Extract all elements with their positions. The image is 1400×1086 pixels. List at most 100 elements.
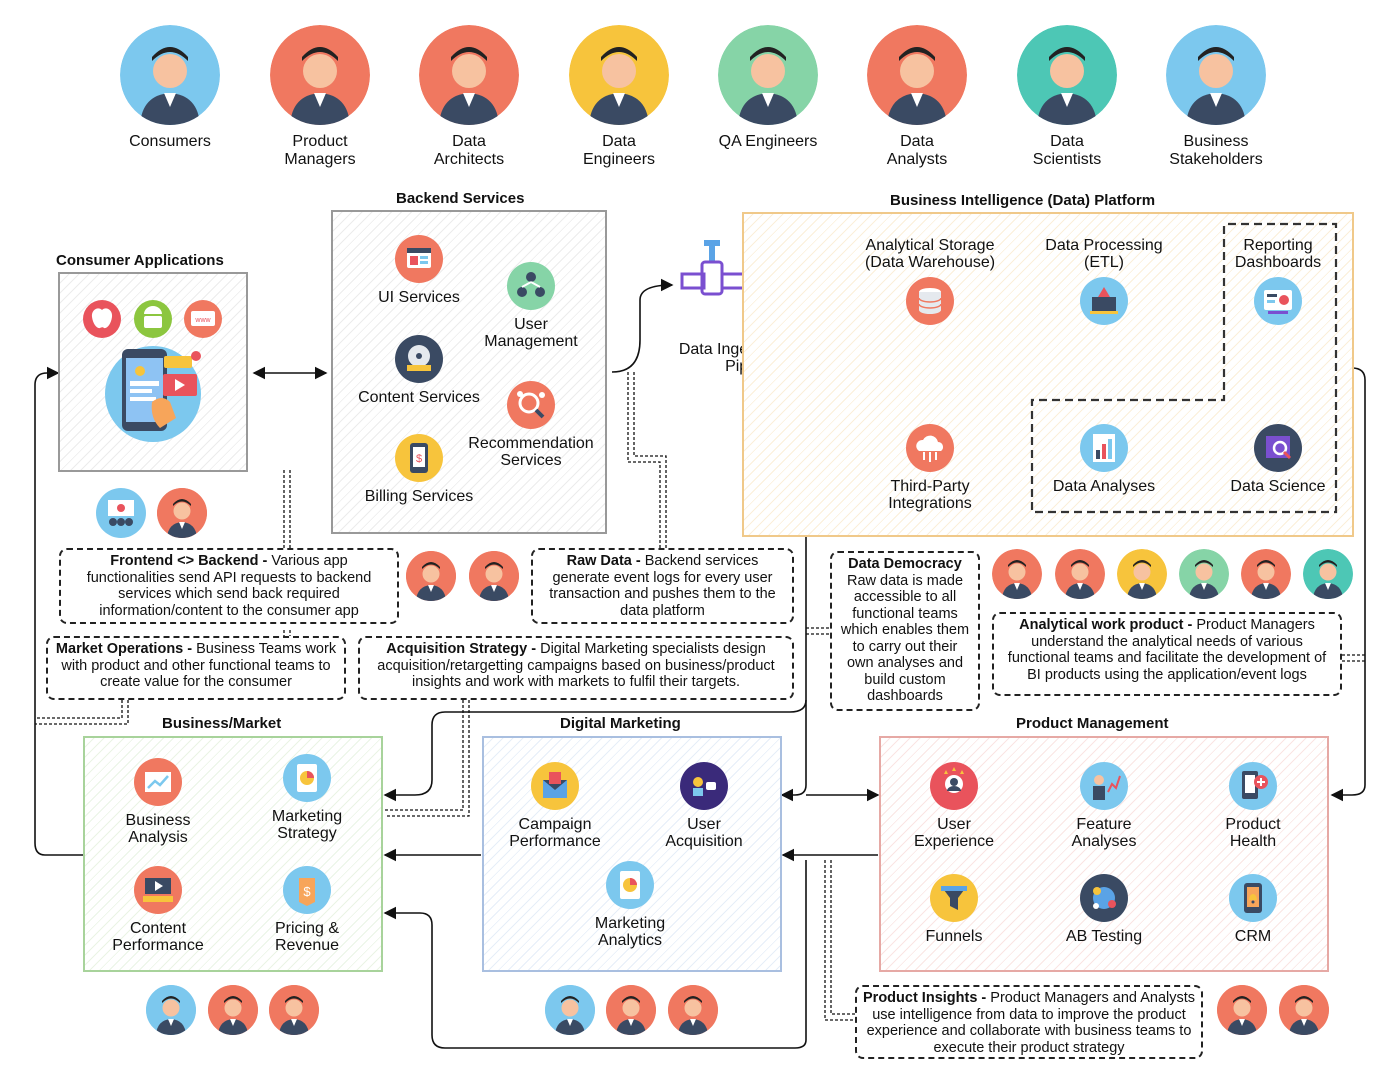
price-tag-icon: $: [283, 866, 331, 914]
browser-icon: [395, 235, 443, 283]
chart-icon: [1080, 424, 1128, 472]
funnel-icon: [930, 874, 978, 922]
user-acquisition: User Acquisition: [619, 762, 789, 850]
strategy-icon: [283, 754, 331, 802]
data-science: Data Science: [1193, 424, 1363, 495]
product-title: Product Management: [1016, 715, 1169, 732]
user-experience-icon: [930, 762, 978, 810]
consumer-mini-avatar: [96, 488, 146, 538]
persona-avatar-icon: [569, 25, 669, 125]
content-services: Content Services: [334, 335, 504, 406]
feature-analyses: Feature Analyses: [1019, 762, 1189, 850]
business-title: Business/Market: [162, 715, 282, 732]
consumer-apps-box: www: [58, 272, 248, 472]
analytics-dashed-region: [1030, 222, 1338, 514]
persona-avatar-icon: [120, 25, 220, 125]
marketing-analytics: Marketing Analytics: [545, 861, 715, 949]
backend-ingestion-arrow: [611, 278, 674, 373]
bi-persona-mini-avatar: [1117, 549, 1167, 599]
persona-7: Business Stakeholders: [1146, 25, 1286, 169]
data-architect-mini-avatar: [469, 551, 519, 601]
product-manager-mini-avatar: [157, 488, 207, 538]
disc-icon: [395, 335, 443, 383]
third-party-integrations: Third-Party Integrations: [845, 424, 1015, 512]
analysis-icon: [134, 758, 182, 806]
persona-avatar-icon: [270, 25, 370, 125]
billing-phone-icon: $: [395, 434, 443, 482]
bi-persona-mini-avatar: [992, 549, 1042, 599]
persona-avatar-icon: [419, 25, 519, 125]
persona-4: QA Engineers: [698, 25, 838, 151]
persona-3: Data Engineers: [549, 25, 689, 169]
data-science-icon: [1254, 424, 1302, 472]
user-experience: User Experience: [869, 762, 1039, 850]
campaign-performance: Campaign Performance: [470, 762, 640, 850]
crm: CRM: [1168, 874, 1338, 945]
business-box: [83, 736, 383, 972]
ab-testing: AB Testing: [1019, 874, 1189, 945]
persona-avatar-icon: [718, 25, 818, 125]
feature-analyses-icon: [1080, 762, 1128, 810]
svg-text:$: $: [303, 884, 311, 899]
note-product-insights: Product Insights - Product Managers and …: [855, 985, 1203, 1059]
analytical-storage: Analytical Storage (Data Warehouse): [845, 237, 1015, 325]
analyst-mini-avatar: [1279, 985, 1329, 1035]
marketing-analytics-icon: [606, 861, 654, 909]
bi-title: Business Intelligence (Data) Platform: [890, 192, 1156, 209]
product-manager-mini-avatar: [1217, 985, 1267, 1035]
backend-box: [331, 210, 607, 534]
persona-1: Product Managers: [250, 25, 390, 169]
persona-6: Data Scientists: [997, 25, 1137, 169]
persona-0: Consumers: [100, 25, 240, 151]
content-performance-icon: [134, 866, 182, 914]
persona-5: Data Analysts: [847, 25, 987, 169]
ab-testing-icon: [1080, 874, 1128, 922]
svg-text:$: $: [416, 453, 422, 465]
mobile-app-illustration: www: [83, 300, 222, 442]
cloud-icon: [906, 424, 954, 472]
user-acquisition-icon: [680, 762, 728, 810]
billing-services: $ Billing Services: [334, 434, 504, 505]
note-frontend-backend: Frontend <> Backend - Various app functi…: [59, 548, 399, 624]
note-acquisition-strategy: Acquisition Strategy - Digital Marketing…: [358, 636, 794, 700]
analyst-mini-avatar: [269, 985, 319, 1035]
data-analyses: Data Analyses: [1019, 424, 1189, 495]
campaign-icon: [531, 762, 579, 810]
pricing-revenue: $ Pricing & Revenue: [222, 866, 392, 954]
product-health-icon: [1229, 762, 1277, 810]
persona-2: Data Architects: [399, 25, 539, 169]
crm-icon: [1229, 874, 1277, 922]
marketing-title: Digital Marketing: [560, 715, 681, 732]
users-network-icon: [507, 262, 555, 310]
dashboard-icon: [1254, 277, 1302, 325]
funnels: Funnels: [869, 874, 1039, 945]
persona-avatar-icon: [1166, 25, 1266, 125]
bi-persona-mini-avatar: [1303, 549, 1353, 599]
user-management: User Management: [446, 262, 616, 350]
svg-text:www: www: [194, 317, 211, 324]
reporting-dashboards: Reporting Dashboards: [1193, 237, 1363, 325]
persona-avatar-icon: [867, 25, 967, 125]
consumer-apps-title: Consumer Applications: [56, 252, 224, 269]
data-processing: Data Processing (ETL): [1019, 237, 1189, 325]
product-manager-mini-avatar: [208, 985, 258, 1035]
marketing-box: [482, 736, 782, 972]
recommendation-icon: [507, 381, 555, 429]
stakeholder-mini-avatar: [146, 985, 196, 1035]
recommendation-services: Recommendation Services: [446, 381, 616, 469]
note-market-operations: Market Operations - Business Teams work …: [46, 636, 346, 700]
product-health: Product Health: [1168, 762, 1338, 850]
product-manager-mini-avatar: [606, 985, 656, 1035]
analyst-mini-avatar: [668, 985, 718, 1035]
backend-title: Backend Services: [396, 190, 525, 207]
bi-persona-mini-avatar: [1055, 549, 1105, 599]
product-manager-mini-avatar: [406, 551, 456, 601]
database-icon: [906, 277, 954, 325]
bi-persona-mini-avatar: [1241, 549, 1291, 599]
note-raw-data: Raw Data - Backend services generate eve…: [531, 548, 794, 624]
etl-icon: [1080, 277, 1128, 325]
bi-persona-mini-avatar: [1179, 549, 1229, 599]
business-analysis: Business Analysis: [73, 758, 243, 846]
bi-platform-box: [742, 212, 1354, 537]
